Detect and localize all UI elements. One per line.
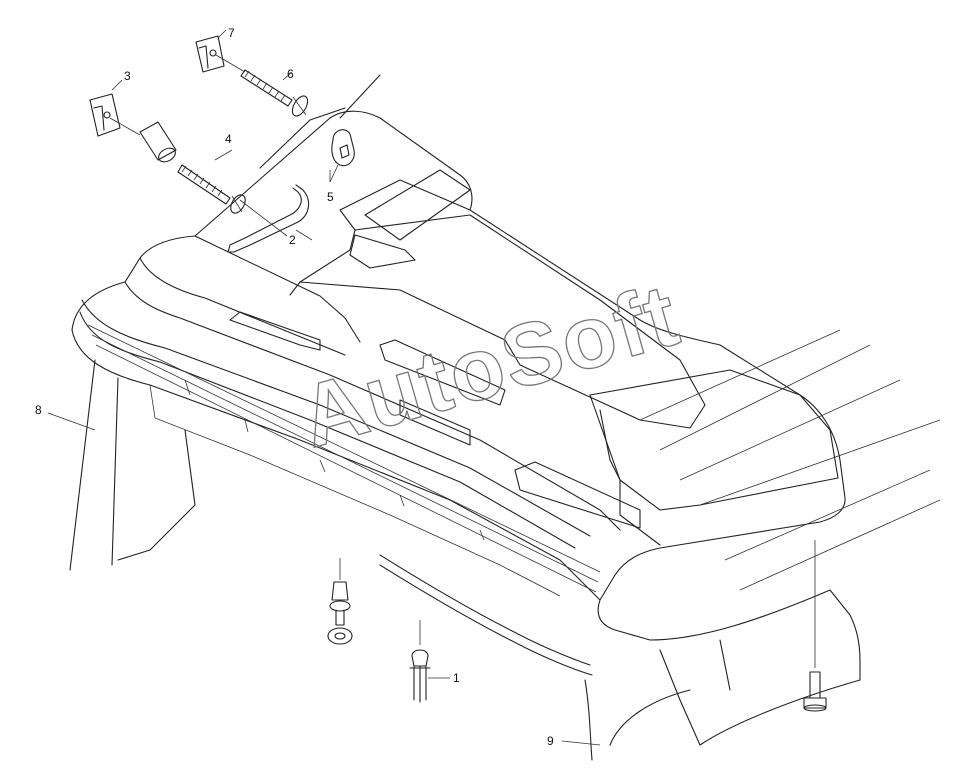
part-5-latch	[329, 129, 355, 183]
part-2-handle	[227, 184, 313, 253]
part-7-clip-nut	[195, 29, 246, 73]
rivet-fastener	[327, 558, 353, 645]
callout-9: 9	[547, 734, 554, 748]
bolt-fastener	[803, 540, 827, 712]
callout-1: 1	[453, 671, 460, 685]
part-4-screw	[177, 149, 246, 214]
part-1-push-clip	[409, 620, 450, 703]
callout-labels: 1 2 3 4 5 6 7 8 9	[35, 26, 554, 748]
callout-7: 7	[228, 26, 235, 40]
callout-3: 3	[124, 69, 131, 83]
callout-4: 4	[225, 132, 232, 146]
callout-8: 8	[35, 403, 42, 417]
cab-roof-outline	[69, 74, 941, 761]
part-6-screw	[240, 69, 309, 117]
leader-lines	[47, 170, 601, 746]
callout-2: 2	[289, 233, 296, 247]
callout-5: 5	[327, 190, 334, 204]
watermark-text: AutoSoft	[290, 264, 690, 466]
part-3-clip-nut	[89, 79, 177, 163]
callout-6: 6	[287, 67, 294, 81]
